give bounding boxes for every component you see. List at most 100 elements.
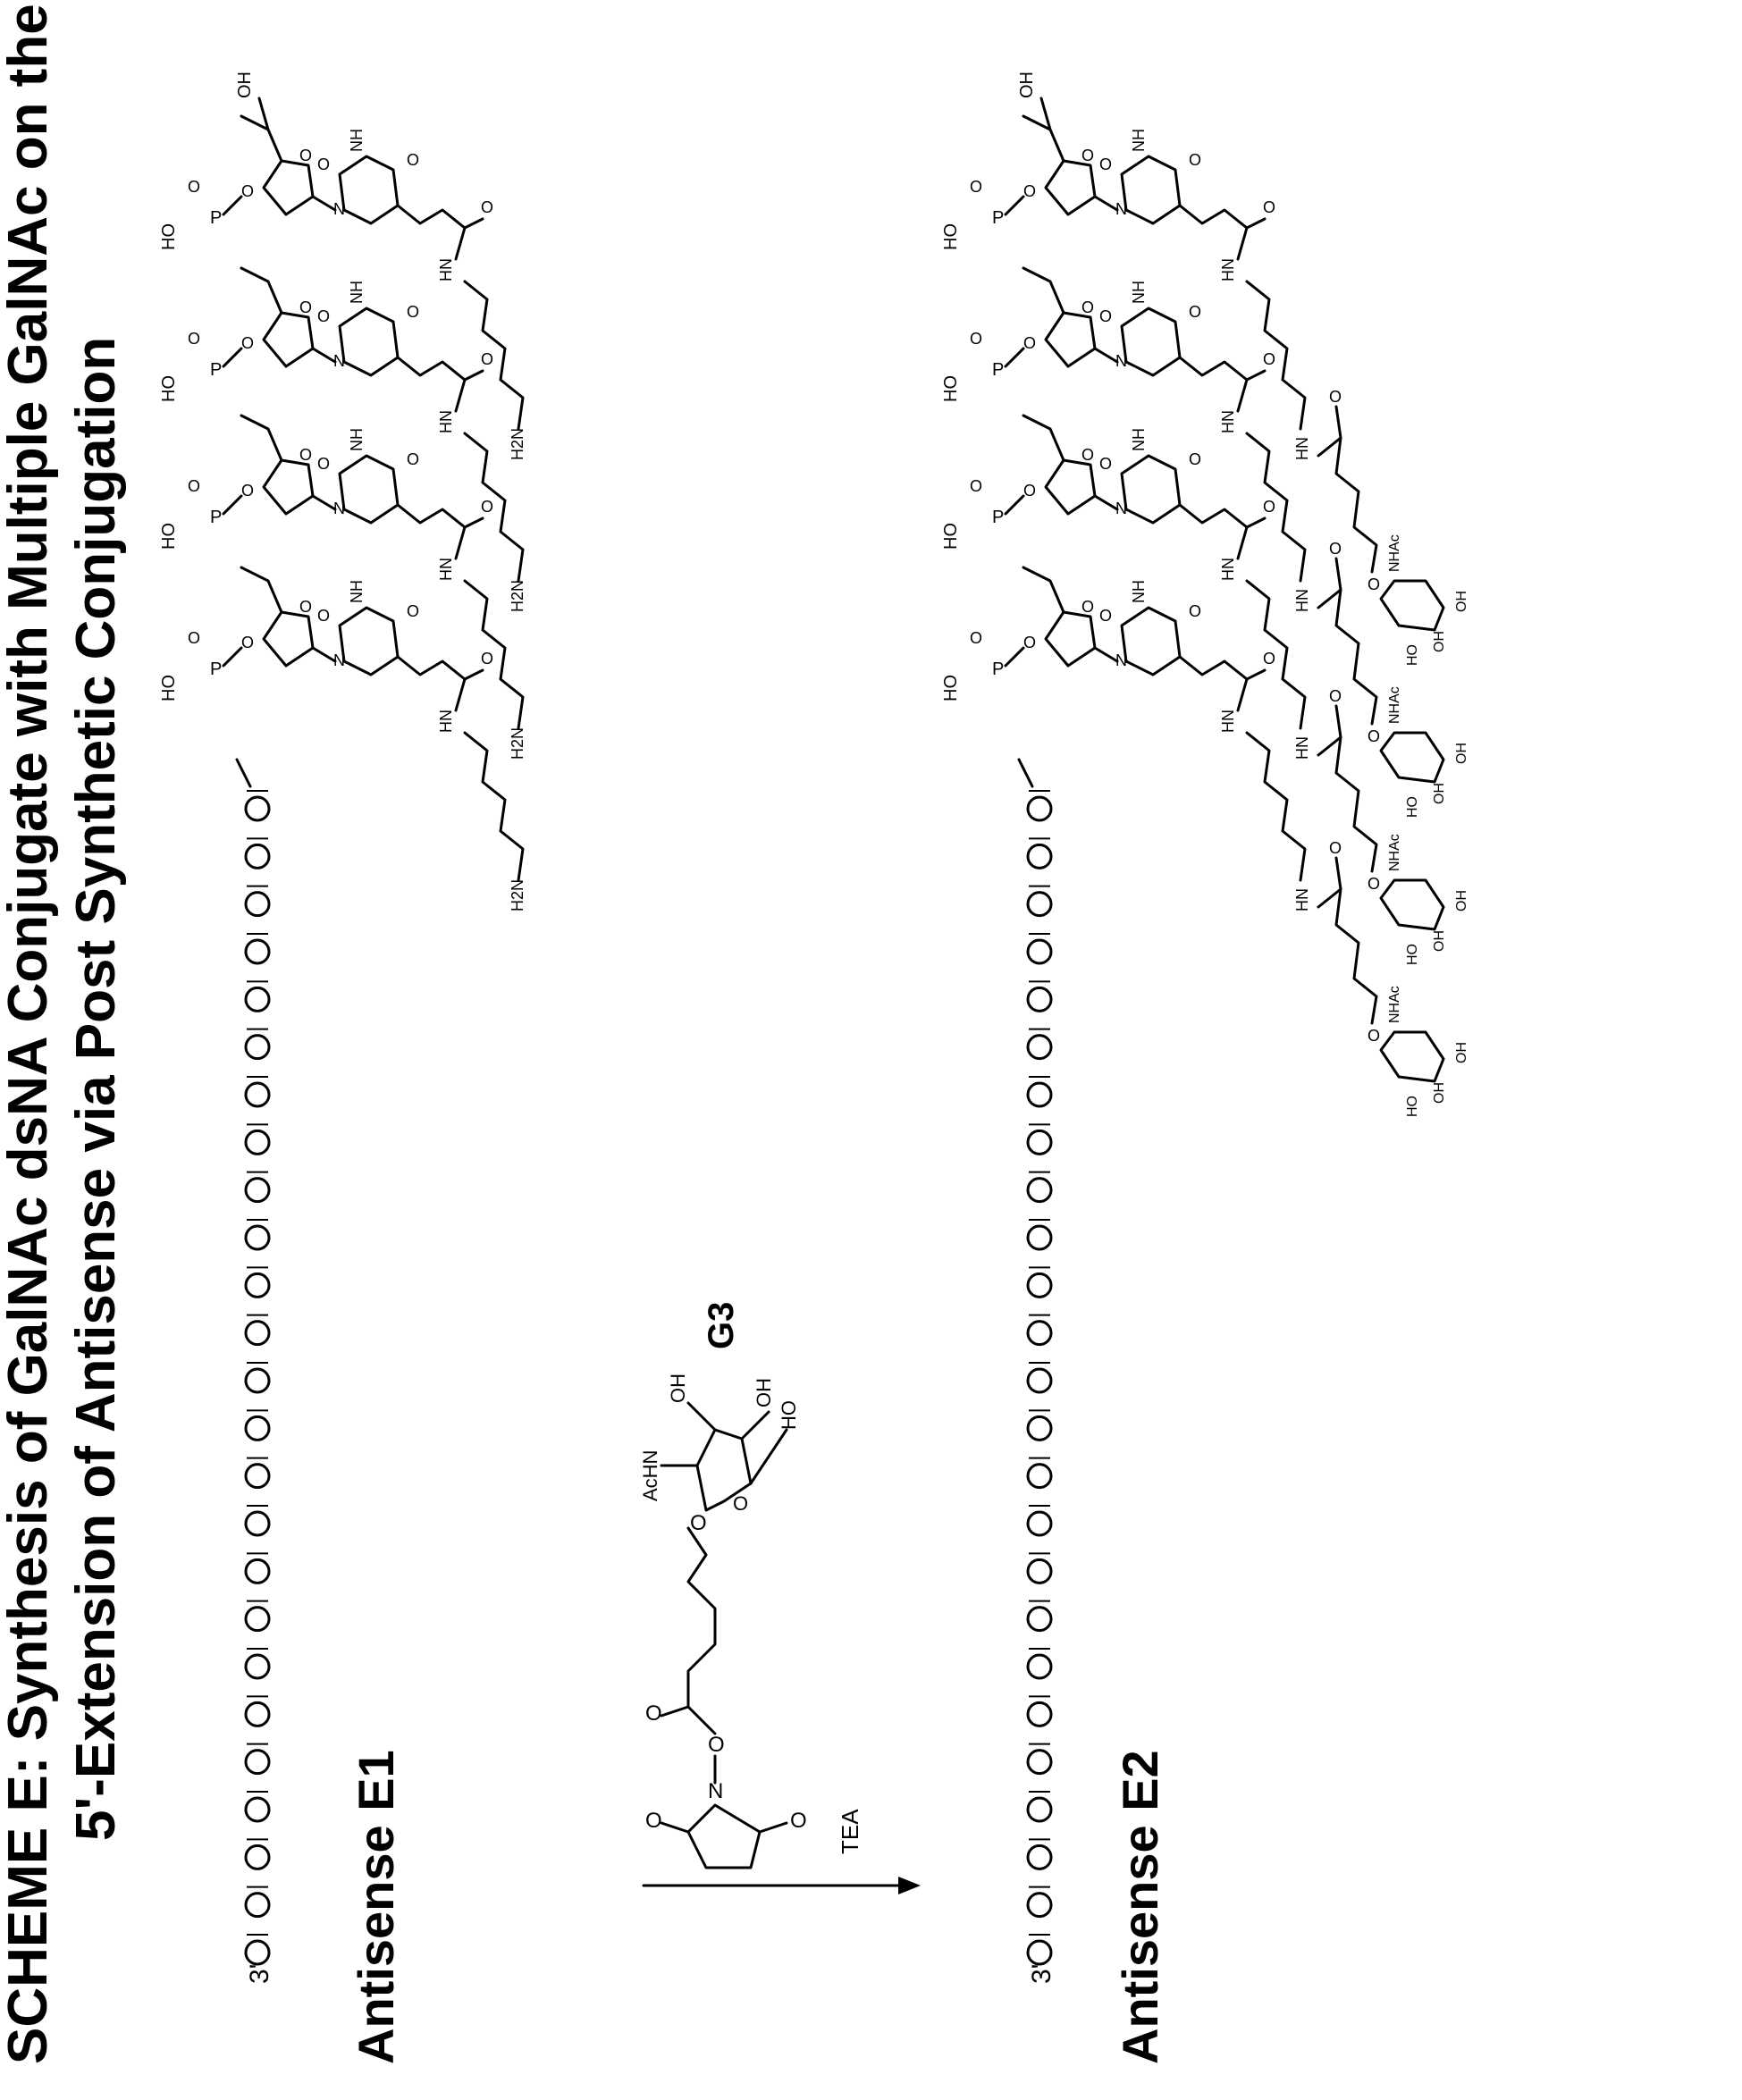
three-prime-label-e2: 3' bbox=[1027, 1964, 1056, 1984]
chain-bead bbox=[246, 844, 269, 868]
ring-oxygen: O bbox=[299, 298, 312, 316]
chain-bead bbox=[1028, 1369, 1051, 1392]
terminal-amine: H2N bbox=[509, 727, 526, 760]
terminal-hydroxyl: OH bbox=[1017, 71, 1037, 98]
galnac-amide-hn: HN bbox=[1293, 736, 1311, 760]
nucleotide-unit: HOPOOONONHOOHNH2N bbox=[159, 268, 526, 612]
phosphate-ho: HO bbox=[941, 523, 961, 550]
phosphorus: P bbox=[210, 659, 222, 679]
chain-bead bbox=[246, 1941, 269, 1964]
nucleotide-unit: HOPOOOOHNONHOOHNH2N bbox=[159, 71, 526, 460]
base-nh: NH bbox=[1130, 580, 1148, 603]
phosphorus: P bbox=[992, 659, 1004, 679]
amide-hn: HN bbox=[1219, 710, 1237, 733]
amide-hn: HN bbox=[1219, 558, 1237, 581]
chain-bead bbox=[246, 987, 269, 1011]
amide-oxo: O bbox=[1263, 350, 1275, 368]
oh-side: OH bbox=[753, 1378, 775, 1407]
terminal-amine: H2N bbox=[509, 879, 526, 911]
base-nh: NH bbox=[348, 281, 366, 304]
amide-oxo: O bbox=[1263, 650, 1275, 668]
pentanoyl-linker bbox=[1336, 737, 1376, 871]
deoxyribose-ring bbox=[1046, 161, 1095, 214]
achn-label: AcHN bbox=[639, 1450, 661, 1501]
ester-o: O bbox=[241, 634, 254, 651]
base-oxo-1: O bbox=[1099, 155, 1112, 173]
base-oxo-2: O bbox=[407, 303, 419, 321]
pentanoyl-linker bbox=[1336, 889, 1376, 1023]
chain-bead bbox=[246, 1465, 269, 1488]
amide-hn: HN bbox=[437, 710, 455, 733]
chain-bead bbox=[246, 940, 269, 963]
hexyl-chain bbox=[465, 281, 523, 429]
ester-oxygen: O bbox=[708, 1733, 725, 1757]
chain-bead bbox=[1028, 1416, 1051, 1440]
phosphorus: P bbox=[210, 208, 222, 228]
scheme-title: SCHEME E: Synthesis of GalNAc dsNA Conju… bbox=[0, 4, 127, 2064]
chain-bead bbox=[246, 1798, 269, 1821]
phosphate-oxo: O bbox=[970, 178, 982, 196]
chain-bead bbox=[1028, 1465, 1051, 1488]
deoxyribose-ring bbox=[264, 313, 313, 366]
chain-bead bbox=[1028, 1941, 1051, 1964]
chain-bead bbox=[246, 1416, 269, 1440]
deoxyribose-ring bbox=[264, 460, 313, 514]
ring-oxygen: O bbox=[1081, 446, 1094, 464]
chain-bead bbox=[246, 1322, 269, 1345]
oh-top: OH bbox=[667, 1373, 689, 1403]
chain-bead bbox=[1028, 1894, 1051, 1917]
chain-bead bbox=[246, 1751, 269, 1774]
base-oxo-1: O bbox=[1099, 307, 1112, 325]
amide-oxo: O bbox=[481, 198, 493, 216]
uracil-ring bbox=[1122, 456, 1180, 523]
chain-bead bbox=[1028, 1702, 1051, 1726]
nhs-ester: O O N O O O bbox=[645, 1511, 807, 1868]
chain-bead bbox=[1028, 987, 1051, 1011]
nhs-oxygen-left: O bbox=[645, 1809, 662, 1833]
amide-hn: HN bbox=[437, 258, 455, 281]
uracil-ring bbox=[340, 456, 398, 523]
phosphate-ho: HO bbox=[941, 223, 961, 250]
scheme-title-line2: 5'-Extension of Antisense via Post Synth… bbox=[65, 337, 127, 1841]
amide-hn: HN bbox=[437, 558, 455, 581]
uracil-ring bbox=[340, 308, 398, 375]
chain-bead bbox=[1028, 1130, 1051, 1154]
uracil-ring bbox=[1122, 156, 1180, 223]
base-oxo-2: O bbox=[1189, 450, 1201, 468]
galnac-ho: HO bbox=[1405, 944, 1420, 965]
ester-o: O bbox=[241, 482, 254, 500]
reaction-arrowhead bbox=[898, 1877, 921, 1894]
galnac-oh-1: OH bbox=[1454, 591, 1469, 612]
base-oxo-2: O bbox=[1189, 602, 1201, 620]
nucleotide-block-e2: HOPOOONONHOOHNHNOONHAcOHOHHOHOPOOONONHOO… bbox=[941, 71, 1469, 1117]
base-nh: NH bbox=[348, 428, 366, 451]
chain-bead bbox=[246, 1845, 269, 1869]
chain-bead bbox=[1028, 1751, 1051, 1774]
chain-bead bbox=[1028, 1655, 1051, 1678]
amide-oxo: O bbox=[481, 350, 493, 368]
base-oxo-2: O bbox=[1189, 303, 1201, 321]
chain-bead bbox=[1028, 844, 1051, 868]
uracil-ring bbox=[340, 608, 398, 675]
nhac-label: NHAc bbox=[1387, 686, 1402, 724]
chain-bead bbox=[1028, 940, 1051, 963]
phosphorus: P bbox=[210, 508, 222, 527]
deoxyribose-ring bbox=[1046, 612, 1095, 666]
ring-oxygen: O bbox=[299, 598, 312, 616]
galnac-oh-2: OH bbox=[1432, 631, 1447, 652]
chain-bead bbox=[1028, 1845, 1051, 1869]
galnac-oh-2: OH bbox=[1432, 1082, 1447, 1104]
chain-bead bbox=[246, 1036, 269, 1059]
reagent-label-g3: G3 bbox=[702, 1302, 741, 1349]
galnac-oh-1: OH bbox=[1454, 743, 1469, 764]
chain-bead bbox=[246, 1702, 269, 1726]
bead-chain-e1 bbox=[246, 791, 269, 1964]
ring-oxygen: O bbox=[1081, 598, 1094, 616]
amide-hn: HN bbox=[1219, 410, 1237, 433]
phosphate-ho: HO bbox=[941, 375, 961, 402]
glycoside-o: O bbox=[1368, 875, 1380, 893]
reaction-condition: TEA bbox=[837, 1809, 863, 1854]
amide-oxo: O bbox=[1263, 198, 1275, 216]
galnac-ring bbox=[1381, 1032, 1443, 1081]
